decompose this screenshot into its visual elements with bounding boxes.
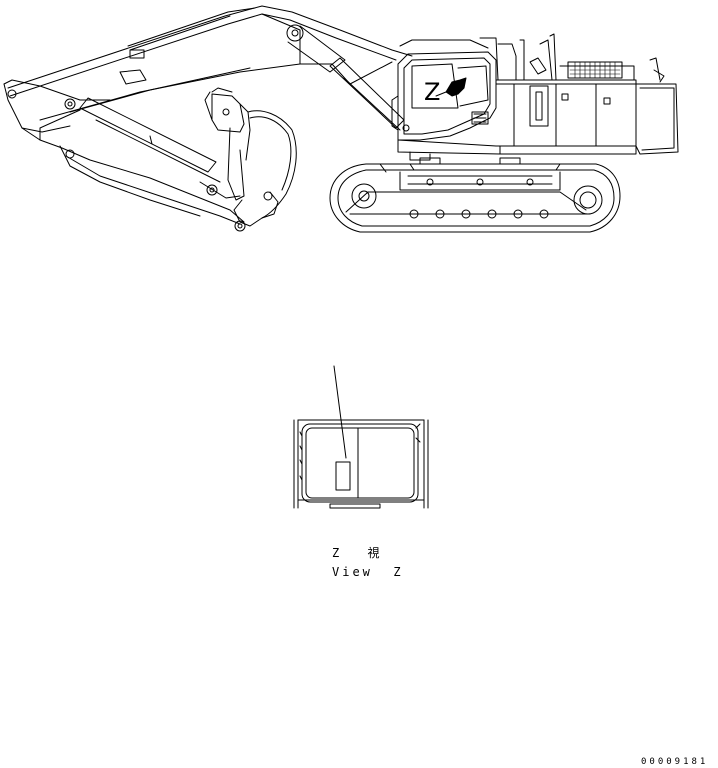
cab: [391, 39, 497, 141]
view-z-arrow: [435, 77, 467, 97]
drawing-number: 00009181: [641, 757, 709, 767]
view-z-detail: [293, 365, 429, 509]
decal-location: [335, 461, 351, 491]
arm: [3, 49, 245, 225]
leader-line: [333, 365, 347, 459]
bucket: [233, 103, 297, 232]
callout-letter-z: Z: [424, 78, 440, 106]
view-caption-en: View Z: [332, 565, 404, 579]
bucket-linkage: [199, 87, 245, 201]
upper-structure: [397, 33, 679, 161]
boom: [7, 5, 413, 121]
crawler-track: [329, 157, 621, 233]
view-caption-jp: Z 視: [332, 546, 383, 560]
arm-cylinder: [79, 97, 221, 183]
boom-cylinder: [329, 57, 405, 131]
